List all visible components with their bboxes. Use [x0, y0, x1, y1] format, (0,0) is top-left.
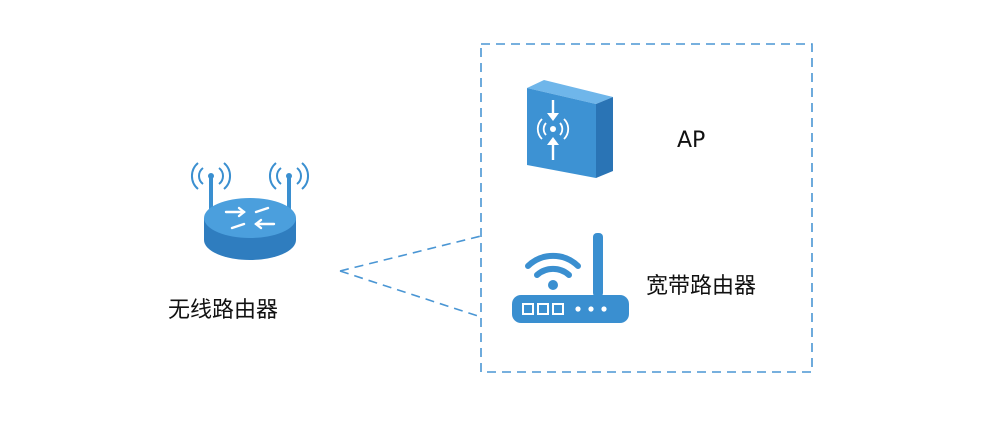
connector-line-upper	[339, 235, 482, 272]
connector-line-lower	[339, 270, 482, 318]
group-box	[480, 43, 813, 373]
access-point-icon	[527, 80, 613, 178]
wireless-router-label: 无线路由器	[168, 298, 279, 323]
broadband-router-icon	[512, 233, 629, 323]
ap-label: AP	[677, 128, 706, 153]
broadband-router-label: 宽带路由器	[646, 274, 757, 299]
wireless-router-icon	[191, 162, 309, 260]
